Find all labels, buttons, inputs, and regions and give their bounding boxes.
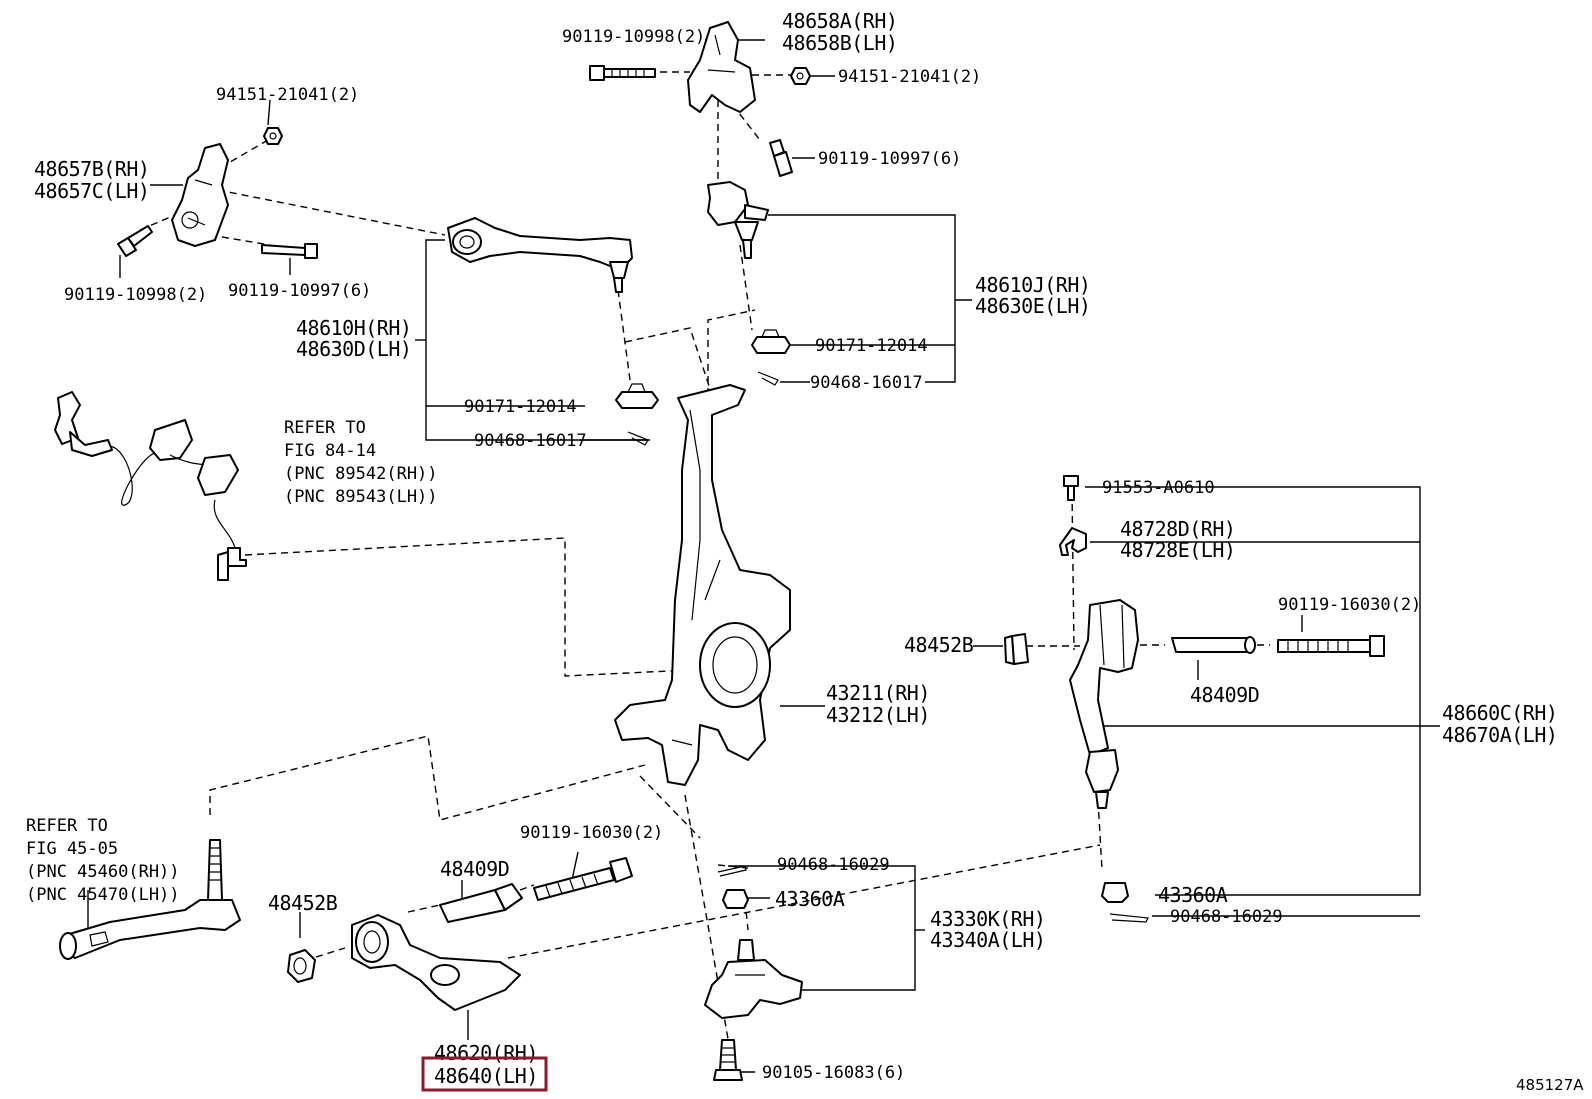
- bolt-90105-16083-drawing: [713, 1039, 743, 1081]
- speed-sensor-drawing: [54, 391, 247, 581]
- label-refer-sensor-4[interactable]: (PNC 89543(LH)): [284, 487, 438, 507]
- upper-arm-48610h-drawing: [447, 217, 633, 293]
- label-94151-21041-left[interactable]: 94151-21041(2): [216, 85, 359, 105]
- collar-48409d-lower-drawing: [439, 883, 523, 923]
- label-90119-10997-top[interactable]: 90119-10997(6): [818, 149, 961, 169]
- upper-arm-48610j-drawing: [707, 181, 769, 259]
- strut-bolt-91553-drawing: [1063, 475, 1079, 501]
- label-90468-16029-right[interactable]: 90468-16029: [1170, 907, 1283, 927]
- assembly-dashed-lines: [139, 71, 1270, 1051]
- ball-joint-43330k-drawing: [704, 939, 803, 1019]
- label-refer-tie-3[interactable]: (PNC 45460(RH)): [26, 862, 180, 882]
- label-43360a-right[interactable]: 43360A: [1158, 883, 1228, 907]
- label-refer-sensor-2: FIG 84-14: [284, 441, 376, 461]
- label-48452b-right[interactable]: 48452B: [904, 633, 974, 657]
- nut-90171-12014-left-drawing: [615, 383, 659, 409]
- label-90468-16017-left[interactable]: 90468-16017: [474, 431, 587, 451]
- bolt-90119-16030-lower-drawing: [533, 857, 633, 901]
- label-48610h[interactable]: 48610H(RH): [296, 316, 412, 340]
- label-refer-tie-1: REFER TO: [26, 816, 108, 836]
- steering-knuckle-drawing: [614, 384, 791, 786]
- label-48620[interactable]: 48620(RH): [434, 1041, 538, 1065]
- label-48670a[interactable]: 48670A(LH): [1442, 723, 1558, 747]
- bolt-90119-10997-left-drawing: [261, 243, 318, 259]
- bracket-48658-drawing: [687, 21, 756, 113]
- bushing-48452b-right-drawing: [1004, 633, 1029, 665]
- label-48630d[interactable]: 48630D(LH): [296, 337, 412, 361]
- tie-rod-end-drawing: [59, 839, 241, 960]
- label-94151-21041-top[interactable]: 94151-21041(2): [838, 67, 981, 87]
- strut-arm-48660-drawing: [1069, 599, 1139, 809]
- label-48657b[interactable]: 48657B(RH): [34, 157, 150, 181]
- leader-lines: [87, 39, 1440, 1073]
- label-48660c[interactable]: 48660C(RH): [1442, 701, 1558, 725]
- pin-90468-16017-right-drawing: [757, 371, 779, 386]
- lower-arm-48640-drawing: [351, 914, 521, 1011]
- label-90119-10998-left[interactable]: 90119-10998(2): [64, 285, 207, 305]
- pin-90468-16029-right-drawing: [1109, 913, 1149, 923]
- highlight-box-48640: [421, 1056, 548, 1092]
- label-90119-16030-right[interactable]: 90119-16030(2): [1278, 595, 1421, 615]
- nut-43360a-right-drawing: [1101, 882, 1129, 903]
- label-90171-12014-right[interactable]: 90171-12014: [815, 336, 928, 356]
- label-48452b-lower[interactable]: 48452B: [268, 891, 338, 915]
- bushing-48452b-lower-drawing: [287, 949, 316, 983]
- label-90119-10997-left[interactable]: 90119-10997(6): [228, 281, 371, 301]
- label-90119-16030-lower[interactable]: 90119-16030(2): [520, 823, 663, 843]
- label-43340a[interactable]: 43340A(LH): [930, 928, 1046, 952]
- label-48640[interactable]: 48640(LH): [434, 1064, 538, 1088]
- label-48658b[interactable]: 48658B(LH): [782, 31, 898, 55]
- collar-48409d-right-drawing: [1171, 636, 1256, 654]
- pin-90468-16029-mid-drawing: [717, 865, 747, 877]
- label-48630e[interactable]: 48630E(LH): [975, 294, 1091, 318]
- nut-43360a-mid-drawing: [722, 889, 749, 909]
- label-43212[interactable]: 43212(LH): [826, 703, 930, 727]
- label-48728d[interactable]: 48728D(RH): [1120, 517, 1236, 541]
- nut-94151-21041-left-drawing: [263, 127, 283, 145]
- pin-90468-16017-left-drawing: [627, 431, 649, 446]
- label-90468-16017-right[interactable]: 90468-16017: [810, 373, 923, 393]
- bolt-90119-16030-right-drawing: [1277, 635, 1385, 657]
- label-48658a[interactable]: 48658A(RH): [782, 9, 898, 33]
- label-refer-tie-4[interactable]: (PNC 45470(LH)): [26, 885, 180, 905]
- bolt-90119-10998-left-drawing: [117, 225, 153, 257]
- label-90468-16029-mid[interactable]: 90468-16029: [777, 855, 890, 875]
- label-90171-12014-left[interactable]: 90171-12014: [464, 397, 577, 417]
- nut-90171-12014-right-drawing: [751, 329, 791, 354]
- label-48610j[interactable]: 48610J(RH): [975, 273, 1091, 297]
- strut-bracket-48728-drawing: [1059, 527, 1087, 556]
- figure-number: 485127A: [1516, 1076, 1584, 1094]
- label-43360a-mid[interactable]: 43360A: [775, 887, 845, 911]
- label-48409d-lower[interactable]: 48409D: [440, 857, 510, 881]
- label-refer-tie-2: FIG 45-05: [26, 839, 118, 859]
- nut-94151-21041-top-drawing: [790, 67, 811, 85]
- label-48657c[interactable]: 48657C(LH): [34, 179, 150, 203]
- label-90119-10998-top[interactable]: 90119-10998(2): [562, 27, 705, 47]
- label-48409d-right[interactable]: 48409D: [1190, 683, 1260, 707]
- label-48728e[interactable]: 48728E(LH): [1120, 538, 1236, 562]
- bolt-90119-10998-top-drawing: [589, 65, 656, 81]
- bolt-90119-10997-top-drawing: [769, 139, 793, 177]
- bracket-48657-drawing: [171, 143, 229, 247]
- part-labels: 48658A(RH) 48658B(LH) 90119-10998(2) 941…: [26, 9, 1584, 1094]
- label-refer-sensor-3[interactable]: (PNC 89542(RH)): [284, 464, 438, 484]
- label-43330k[interactable]: 43330K(RH): [930, 907, 1046, 931]
- label-90105-16083[interactable]: 90105-16083(6): [762, 1063, 905, 1083]
- label-refer-sensor-1: REFER TO: [284, 418, 366, 438]
- label-91553-a0610[interactable]: 91553-A0610: [1102, 478, 1215, 498]
- label-43211[interactable]: 43211(RH): [826, 681, 930, 705]
